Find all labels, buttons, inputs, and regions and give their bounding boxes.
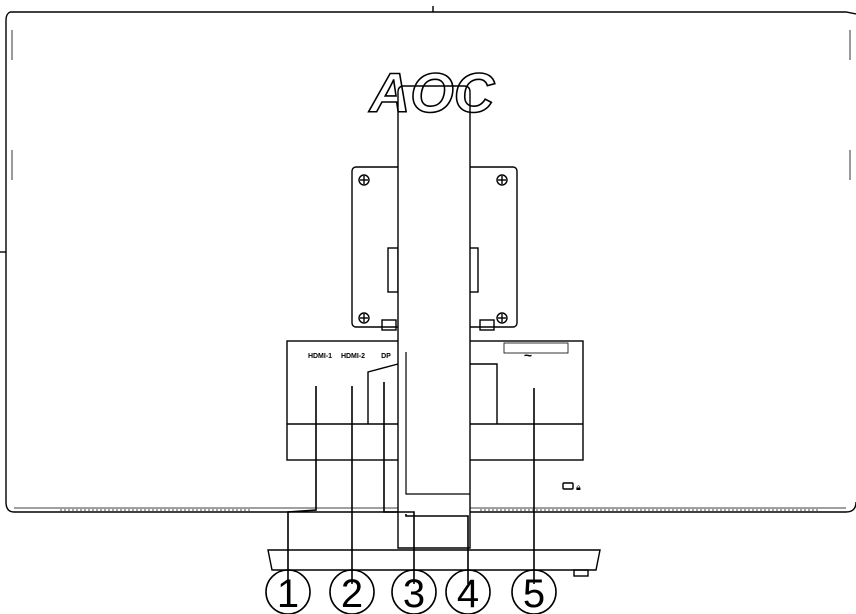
screw-icon <box>496 312 508 324</box>
stand-clip-left <box>387 247 399 293</box>
monitor-outline <box>5 11 856 513</box>
label-hdmi-2: HDMI-2 <box>341 353 365 360</box>
callout-number-5: 5 <box>523 572 545 614</box>
callout-number-4: 4 <box>457 572 479 614</box>
dp-connector-outline <box>367 363 399 424</box>
leader-line-1 <box>287 386 317 584</box>
ac-inlet-outline <box>503 342 569 354</box>
leader-line-3 <box>383 382 415 584</box>
screw-icon <box>496 174 508 186</box>
vesa-tab-left <box>381 319 397 331</box>
callout-number-2: 2 <box>341 572 363 614</box>
callout-circle-4 <box>445 569 491 614</box>
callout-number-3: 3 <box>403 572 425 614</box>
label-hdmi-1: HDMI-1 <box>308 353 332 360</box>
leader-line-4 <box>405 514 469 584</box>
leader-lines <box>287 382 535 584</box>
stand-base[interactable] <box>267 549 601 571</box>
callout-circle-2 <box>329 569 375 614</box>
callout-number-1: 1 <box>277 572 299 614</box>
lock-icon: 🔒︎ <box>576 483 581 493</box>
kensington-slot <box>562 482 574 490</box>
callouts <box>265 569 557 614</box>
stand-inner-line <box>405 352 470 495</box>
vesa-tab-right <box>479 319 495 331</box>
stand-foot <box>573 569 589 577</box>
ac-power-symbol: ~ <box>524 347 532 363</box>
label-dp: DP <box>381 353 391 360</box>
callout-circle-1 <box>265 569 311 614</box>
inner-bracket <box>470 363 498 424</box>
screw-icon <box>358 174 370 186</box>
screw-icon <box>358 312 370 324</box>
callout-circle-3 <box>391 569 437 614</box>
brand-logo: AOC <box>368 61 496 124</box>
callout-circle-5 <box>511 569 557 614</box>
stand-neck[interactable] <box>397 85 471 549</box>
